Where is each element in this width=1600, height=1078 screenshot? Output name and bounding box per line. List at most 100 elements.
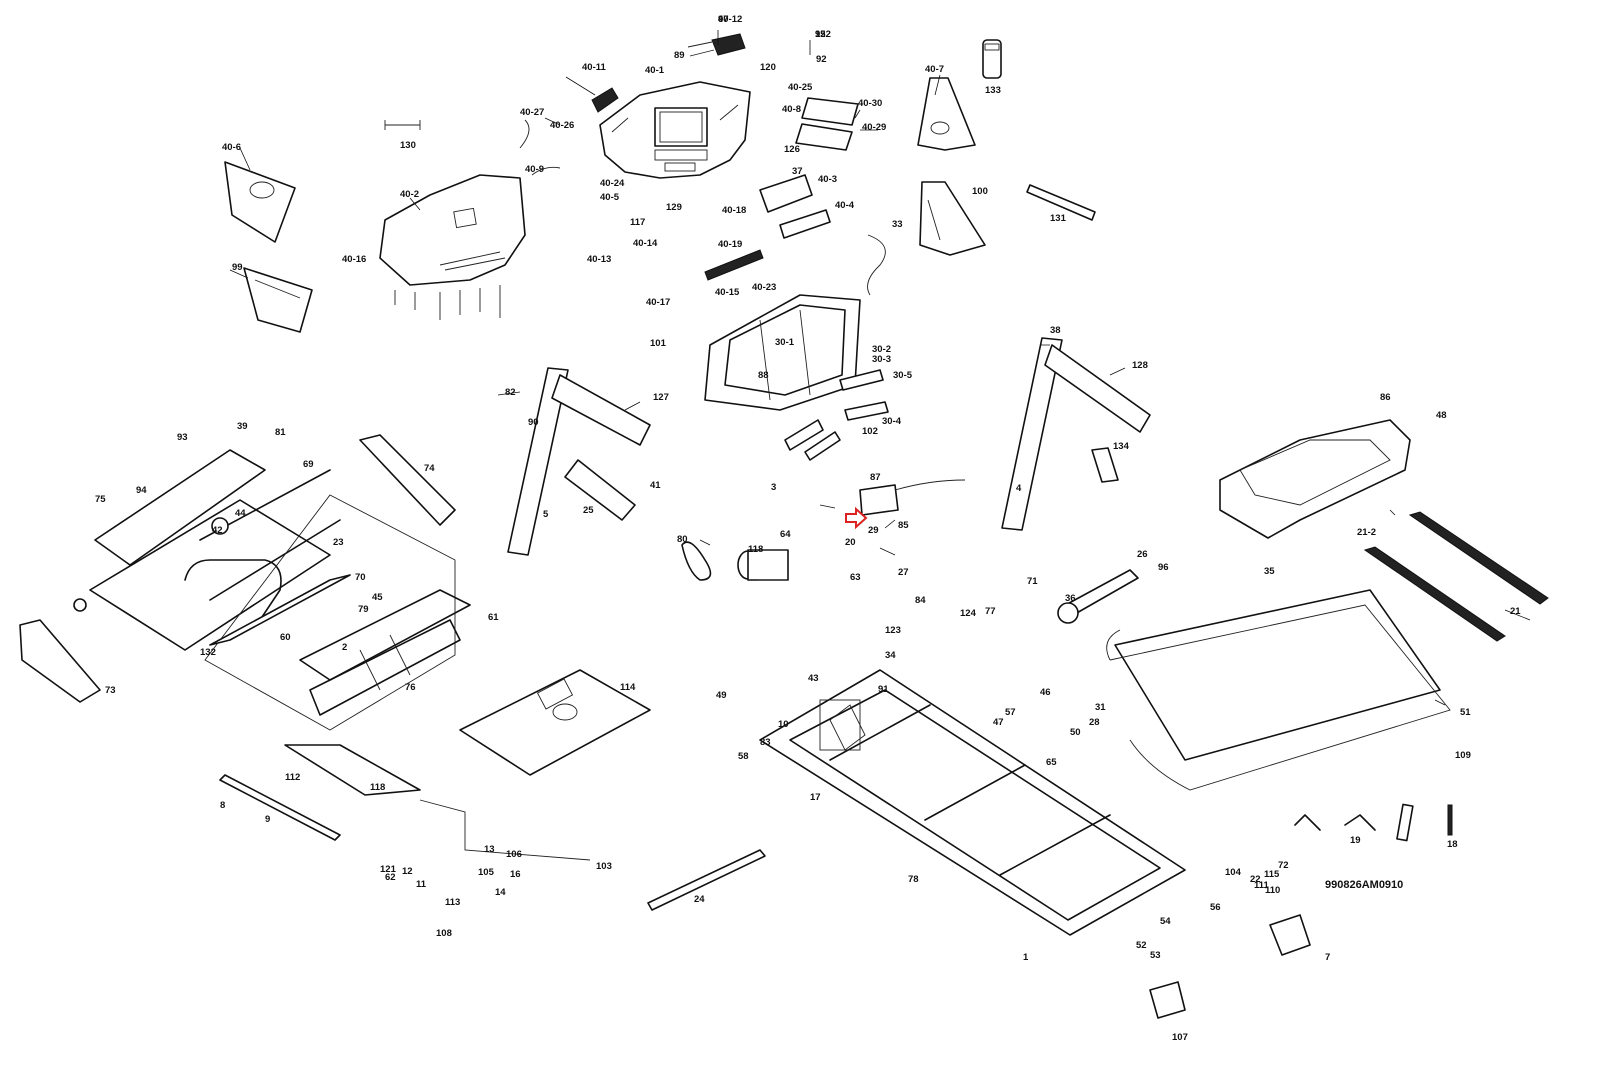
callout-label: 101 xyxy=(650,338,667,349)
callout-label: 22 xyxy=(1250,874,1261,885)
callout-label: 117 xyxy=(630,217,645,228)
callout-label: 90 xyxy=(528,417,539,428)
right-handrail-cap-upper xyxy=(917,77,976,151)
callout-label: 74 xyxy=(424,463,435,474)
callout-label: 28 xyxy=(1089,717,1100,728)
callout-label: 52 xyxy=(1136,940,1147,951)
callout-label: 60 xyxy=(280,632,291,643)
callout-label: 40-25 xyxy=(788,82,813,93)
console-keypad-right xyxy=(687,33,746,57)
callout-label: 71 xyxy=(1027,576,1038,587)
callout-label: 76 xyxy=(405,682,416,693)
callout-label: 100 xyxy=(972,186,988,197)
callout-label: 73 xyxy=(105,685,116,696)
callout-label: 62 xyxy=(385,872,396,883)
callout-label: 37 xyxy=(792,166,803,177)
callout-label: 40-8 xyxy=(782,104,801,115)
callout-label: 82 xyxy=(505,387,516,398)
console-button-panel xyxy=(759,174,831,239)
callout-label: 40-7 xyxy=(925,64,944,75)
callout-label: 40-29 xyxy=(862,122,886,133)
callout-label: 41 xyxy=(650,480,661,491)
callout-label: 46 xyxy=(1040,687,1051,698)
callout-label: 33 xyxy=(892,219,903,230)
leveling-bar xyxy=(647,849,766,911)
callout-label: 34 xyxy=(885,650,896,661)
callout-label: 25 xyxy=(583,505,594,516)
motor xyxy=(681,541,789,581)
callout-label: 61 xyxy=(488,612,499,623)
callout-label: 30-3 xyxy=(872,354,891,365)
callout-label: 113 xyxy=(445,897,460,908)
base-rails xyxy=(219,744,591,861)
callout-label: 132 xyxy=(200,647,216,658)
callout-label: 103 xyxy=(596,861,612,872)
callout-label: 30-4 xyxy=(882,416,902,427)
wire-harness xyxy=(384,119,886,296)
left-handrail-cap-lower xyxy=(243,267,313,333)
callout-label: 96 xyxy=(1158,562,1169,573)
callout-label: 11 xyxy=(416,879,427,890)
callout-label: 13 xyxy=(484,844,495,855)
callout-label: 40-6 xyxy=(222,142,241,153)
callout-label: 35 xyxy=(1264,566,1275,577)
callout-label: 40-16 xyxy=(342,254,366,265)
accessory-tools xyxy=(1294,803,1453,842)
callout-label: 107 xyxy=(1172,1032,1188,1043)
callout-label: 40-24 xyxy=(600,178,625,189)
callout-label: 70 xyxy=(355,572,366,583)
callout-label: 30-5 xyxy=(893,370,913,381)
callout-label: 105 xyxy=(478,867,495,878)
motor-hood xyxy=(1219,419,1411,539)
callout-label: 109 xyxy=(1455,750,1471,761)
callout-label: 56 xyxy=(1210,902,1221,913)
callout-label: 91 xyxy=(878,684,889,695)
callout-label: 122 xyxy=(815,29,831,40)
highlight-label: 29 xyxy=(868,525,879,536)
callout-label: 19 xyxy=(1350,835,1361,846)
left-upright xyxy=(507,367,651,556)
callout-label: 80 xyxy=(677,534,688,545)
callout-label: 21 xyxy=(1510,606,1521,617)
console-back-cover xyxy=(379,174,526,320)
main-frame xyxy=(759,669,1186,936)
rear-roller xyxy=(1057,569,1139,624)
handlebar-frame xyxy=(704,294,861,411)
callout-label: 88 xyxy=(758,370,769,381)
callout-label: 115 xyxy=(1264,869,1280,880)
console-overlay-sheets xyxy=(795,97,859,151)
callout-label: 118 xyxy=(748,544,763,555)
callout-label: 17 xyxy=(810,792,821,803)
callout-label: 10 xyxy=(778,719,789,730)
callout-label: 43 xyxy=(808,673,819,684)
callout-label: 111 xyxy=(1254,880,1270,891)
callout-label: 106 xyxy=(506,849,522,860)
callout-label: 121 xyxy=(380,864,397,875)
callout-label: 40-23 xyxy=(752,282,776,293)
callout-label: 110 xyxy=(1265,885,1280,896)
console-keypad-left xyxy=(591,87,619,113)
callout-label: 3 xyxy=(771,482,776,493)
callout-label: 65 xyxy=(1046,757,1057,768)
callout-label: 40-26 xyxy=(550,120,574,131)
callout-label: 93 xyxy=(177,432,188,443)
callout-label: 127 xyxy=(653,392,669,403)
callout-label: 21-2 xyxy=(1357,527,1376,538)
callout-label: 89 xyxy=(674,50,685,61)
callout-label: 126 xyxy=(784,144,800,155)
callout-label: 63 xyxy=(850,572,861,583)
callout-label: 12 xyxy=(402,866,413,877)
callout-label: 114 xyxy=(620,682,636,693)
callout-label: 129 xyxy=(666,202,682,213)
callout-label: 40-9 xyxy=(525,164,544,175)
callout-label: 27 xyxy=(898,567,909,578)
callout-label: 120 xyxy=(760,62,776,73)
leader-lines xyxy=(229,30,1531,706)
callout-label: 124 xyxy=(960,608,977,619)
side-rails xyxy=(1363,511,1549,642)
callout-label: 42 xyxy=(212,525,223,536)
callout-label: 79 xyxy=(358,604,369,615)
callout-label: 23 xyxy=(333,537,344,548)
